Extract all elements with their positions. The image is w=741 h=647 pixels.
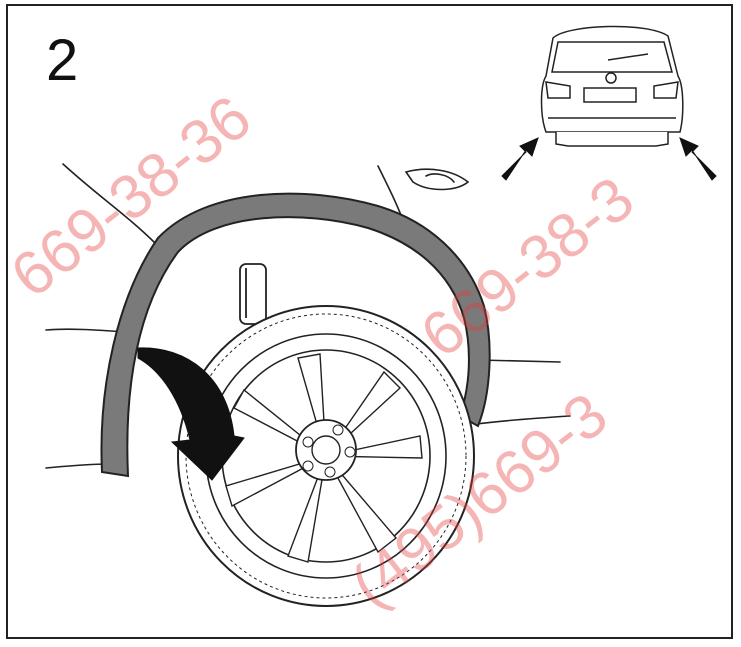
- step-number: 2: [46, 28, 79, 93]
- body-line: [62, 163, 157, 245]
- side-marker-light: [404, 168, 470, 191]
- side-marker-light: [425, 173, 455, 183]
- pointer-arrow-icon: [679, 137, 717, 181]
- wheel-arch-illustration: [45, 25, 717, 607]
- body-line: [477, 359, 561, 363]
- wheel: [177, 305, 475, 607]
- body-line: [45, 328, 127, 333]
- rotation-arrow-icon: [137, 347, 245, 481]
- body-line: [475, 415, 571, 425]
- instruction-panel: 2: [6, 4, 733, 639]
- car-rear-inset: [540, 25, 684, 147]
- pointer-arrow-icon: [501, 137, 539, 181]
- suspension-strut: [239, 263, 267, 325]
- body-line: [45, 463, 109, 469]
- fender-arch-liner: [100, 192, 491, 478]
